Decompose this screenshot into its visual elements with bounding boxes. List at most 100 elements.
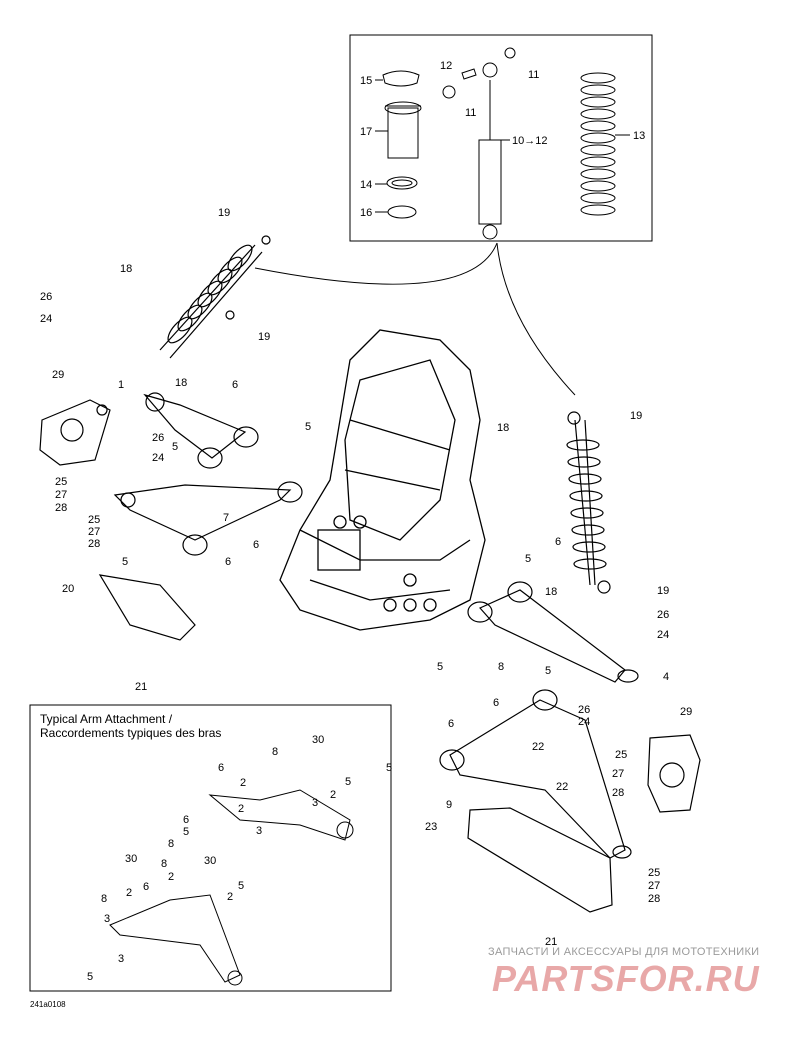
callout: 5 (238, 880, 244, 892)
callout: 5 (345, 776, 351, 788)
callout: 3 (312, 797, 318, 809)
left-skid-plate (98, 574, 196, 641)
callout: 5 (122, 556, 128, 568)
callout: 6 (232, 379, 238, 391)
part-10-shock-body (478, 139, 502, 225)
callout: 26 (657, 609, 669, 621)
callout: 18 (545, 586, 557, 598)
callout: 25 (648, 867, 660, 879)
callout: 29 (680, 706, 692, 718)
callout: 23 (425, 821, 437, 833)
callout: 19 (630, 410, 642, 422)
callout: 6 (448, 718, 454, 730)
callout: 11 (465, 107, 476, 119)
callout: 25 (88, 514, 100, 526)
inset-box (29, 704, 392, 992)
callout: 18 (175, 377, 187, 389)
callout: 5 (87, 971, 93, 983)
part-17-sleeve (385, 105, 421, 159)
callout: 28 (648, 893, 660, 905)
callout: 12 (440, 60, 452, 72)
callout: 8 (168, 838, 174, 850)
callout: 5 (437, 661, 443, 673)
callout: 14 (360, 179, 372, 191)
callout: 3 (104, 913, 110, 925)
vehicle-frame (279, 329, 486, 631)
inset-title: Typical Arm Attachment / Raccordements t… (40, 712, 221, 740)
callout: 6 (183, 814, 189, 826)
callout: 18 (120, 263, 132, 275)
callout: 27 (55, 489, 67, 501)
part-15-ring (382, 70, 420, 87)
callout: 6 (218, 762, 224, 774)
left-knuckle (39, 399, 111, 466)
callout: 27 (612, 768, 624, 780)
callout: 5 (183, 826, 189, 838)
document-code: 241a0108 (30, 1000, 66, 1009)
callout: 20 (62, 583, 74, 595)
main-callouts-left: 19 18 26 24 19 18 29 1 6 5 26 24 5 25 27… (40, 207, 311, 693)
callout: 19 (258, 331, 270, 343)
callout: 2 (330, 789, 336, 801)
callout: 24 (40, 313, 52, 325)
callout: 1 (118, 379, 124, 391)
callout: 26 (578, 704, 590, 716)
callout: 6 (143, 881, 149, 893)
callout: 5 (525, 553, 531, 565)
callout: 24 (657, 629, 669, 641)
part-12-bolt (461, 68, 477, 80)
callout: 2 (227, 891, 233, 903)
callout: 19 (657, 585, 669, 597)
callout: 28 (55, 502, 67, 514)
callout: 27 (648, 880, 660, 892)
part-11-bushing (504, 47, 516, 59)
callout: 9 (446, 799, 452, 811)
inset-callouts: 30 8 6 5 2 2 3 2 6 5 8 30 3 30 5 8 2 6 2… (87, 734, 351, 983)
callout: 28 (612, 787, 624, 799)
callout: 24 (152, 452, 164, 464)
callout: 19 (218, 207, 230, 219)
callout: 26 (40, 291, 52, 303)
callout: 27 (88, 526, 100, 538)
callout: 5 (386, 762, 392, 774)
callout: 3 (256, 825, 262, 837)
callout: 2 (126, 887, 132, 899)
inset-title-en: Typical Arm Attachment / (40, 712, 173, 726)
callout: 5 (305, 421, 311, 433)
shock-detail-box (349, 34, 653, 242)
callout: 25 (55, 476, 67, 488)
callout: 3 (118, 953, 124, 965)
callout: 30 (312, 734, 324, 746)
callout: 5 (172, 441, 178, 453)
left-upper-a-arm (143, 392, 259, 469)
callout: 2 (240, 777, 246, 789)
watermark-logo: PARTSFOR.RU (492, 958, 760, 999)
part-13-spring (580, 72, 616, 216)
callout: 30 (204, 855, 216, 867)
right-knuckle (647, 734, 701, 813)
callout: 6 (225, 556, 231, 568)
callout: 21 (135, 681, 147, 693)
watermark-subtitle: ЗАПЧАСТИ И АКСЕССУАРЫ ДЛЯ МОТОТЕХНИКИ (488, 946, 760, 958)
main-callouts-right: 18 19 6 5 19 18 26 24 5 8 4 5 6 26 25 24… (386, 410, 692, 948)
callout: 24 (578, 716, 590, 728)
guide-curves (254, 242, 576, 396)
part-16-ring (387, 205, 417, 219)
callout: 16 (360, 207, 372, 219)
callout: 6 (493, 697, 499, 709)
callout: 17 (360, 126, 372, 138)
callout: 28 (88, 538, 100, 550)
right-lower-a-arm (439, 689, 632, 859)
inset-title-fr: Raccordements typiques des bras (40, 726, 222, 740)
right-upper-a-arm (467, 581, 639, 683)
callout: 8 (498, 661, 504, 673)
part-11-bushing (442, 85, 456, 99)
callout: 22 (556, 781, 568, 793)
callout: 4 (663, 671, 669, 683)
left-shock-absorber (159, 235, 271, 359)
callout: 21 (545, 936, 557, 948)
callout: 2 (238, 803, 244, 815)
callout: 6 (253, 539, 259, 551)
part-14-ring (386, 176, 418, 190)
